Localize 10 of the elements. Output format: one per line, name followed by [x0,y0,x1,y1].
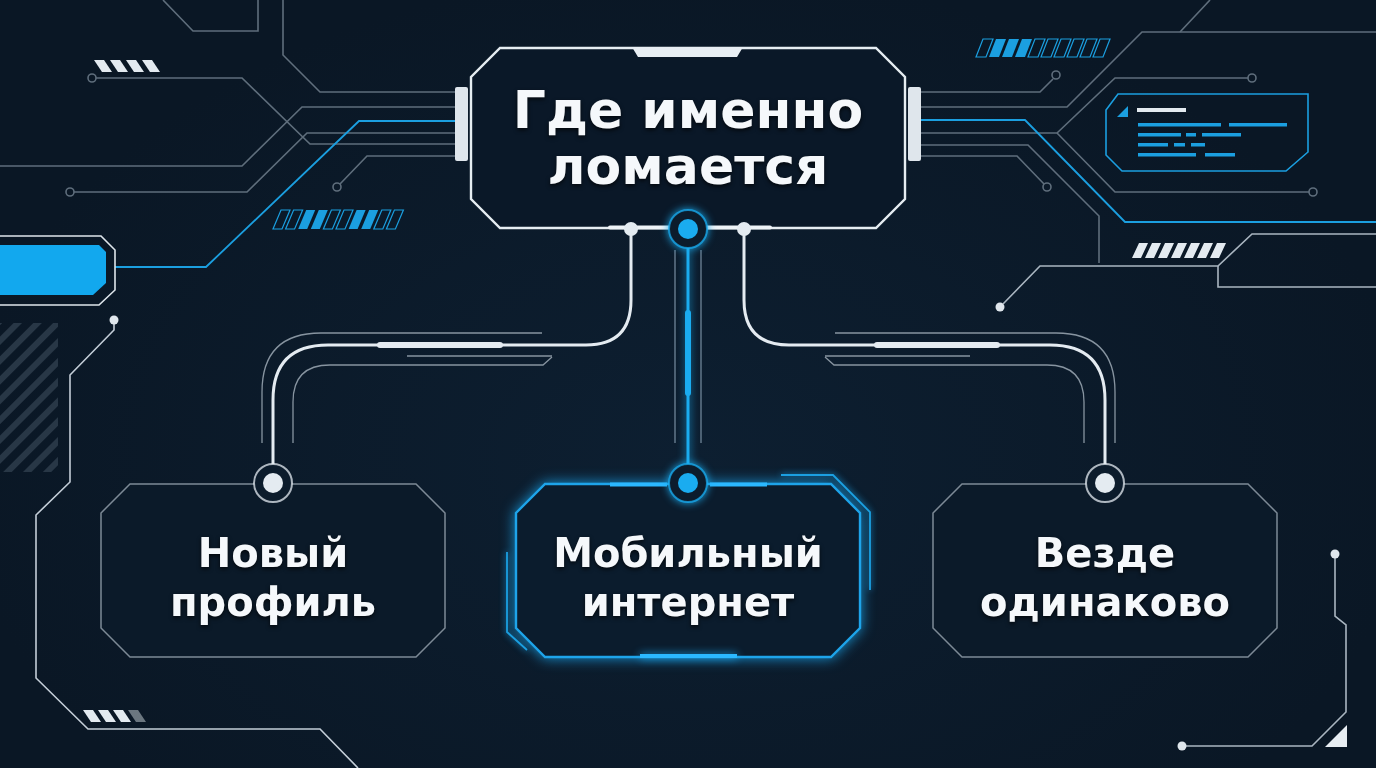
title-text: Где именно ломается [511,81,865,195]
connector-line [737,222,1125,503]
connector-line [253,222,638,503]
option-panel [932,483,1278,658]
connector-line [668,209,708,503]
option-panel [100,483,446,658]
option-label: Мобильный интернет [553,528,823,627]
option-label: Новый профиль [169,528,376,627]
title-panel [470,47,906,229]
option-label: Везде одинаково [980,528,1230,627]
